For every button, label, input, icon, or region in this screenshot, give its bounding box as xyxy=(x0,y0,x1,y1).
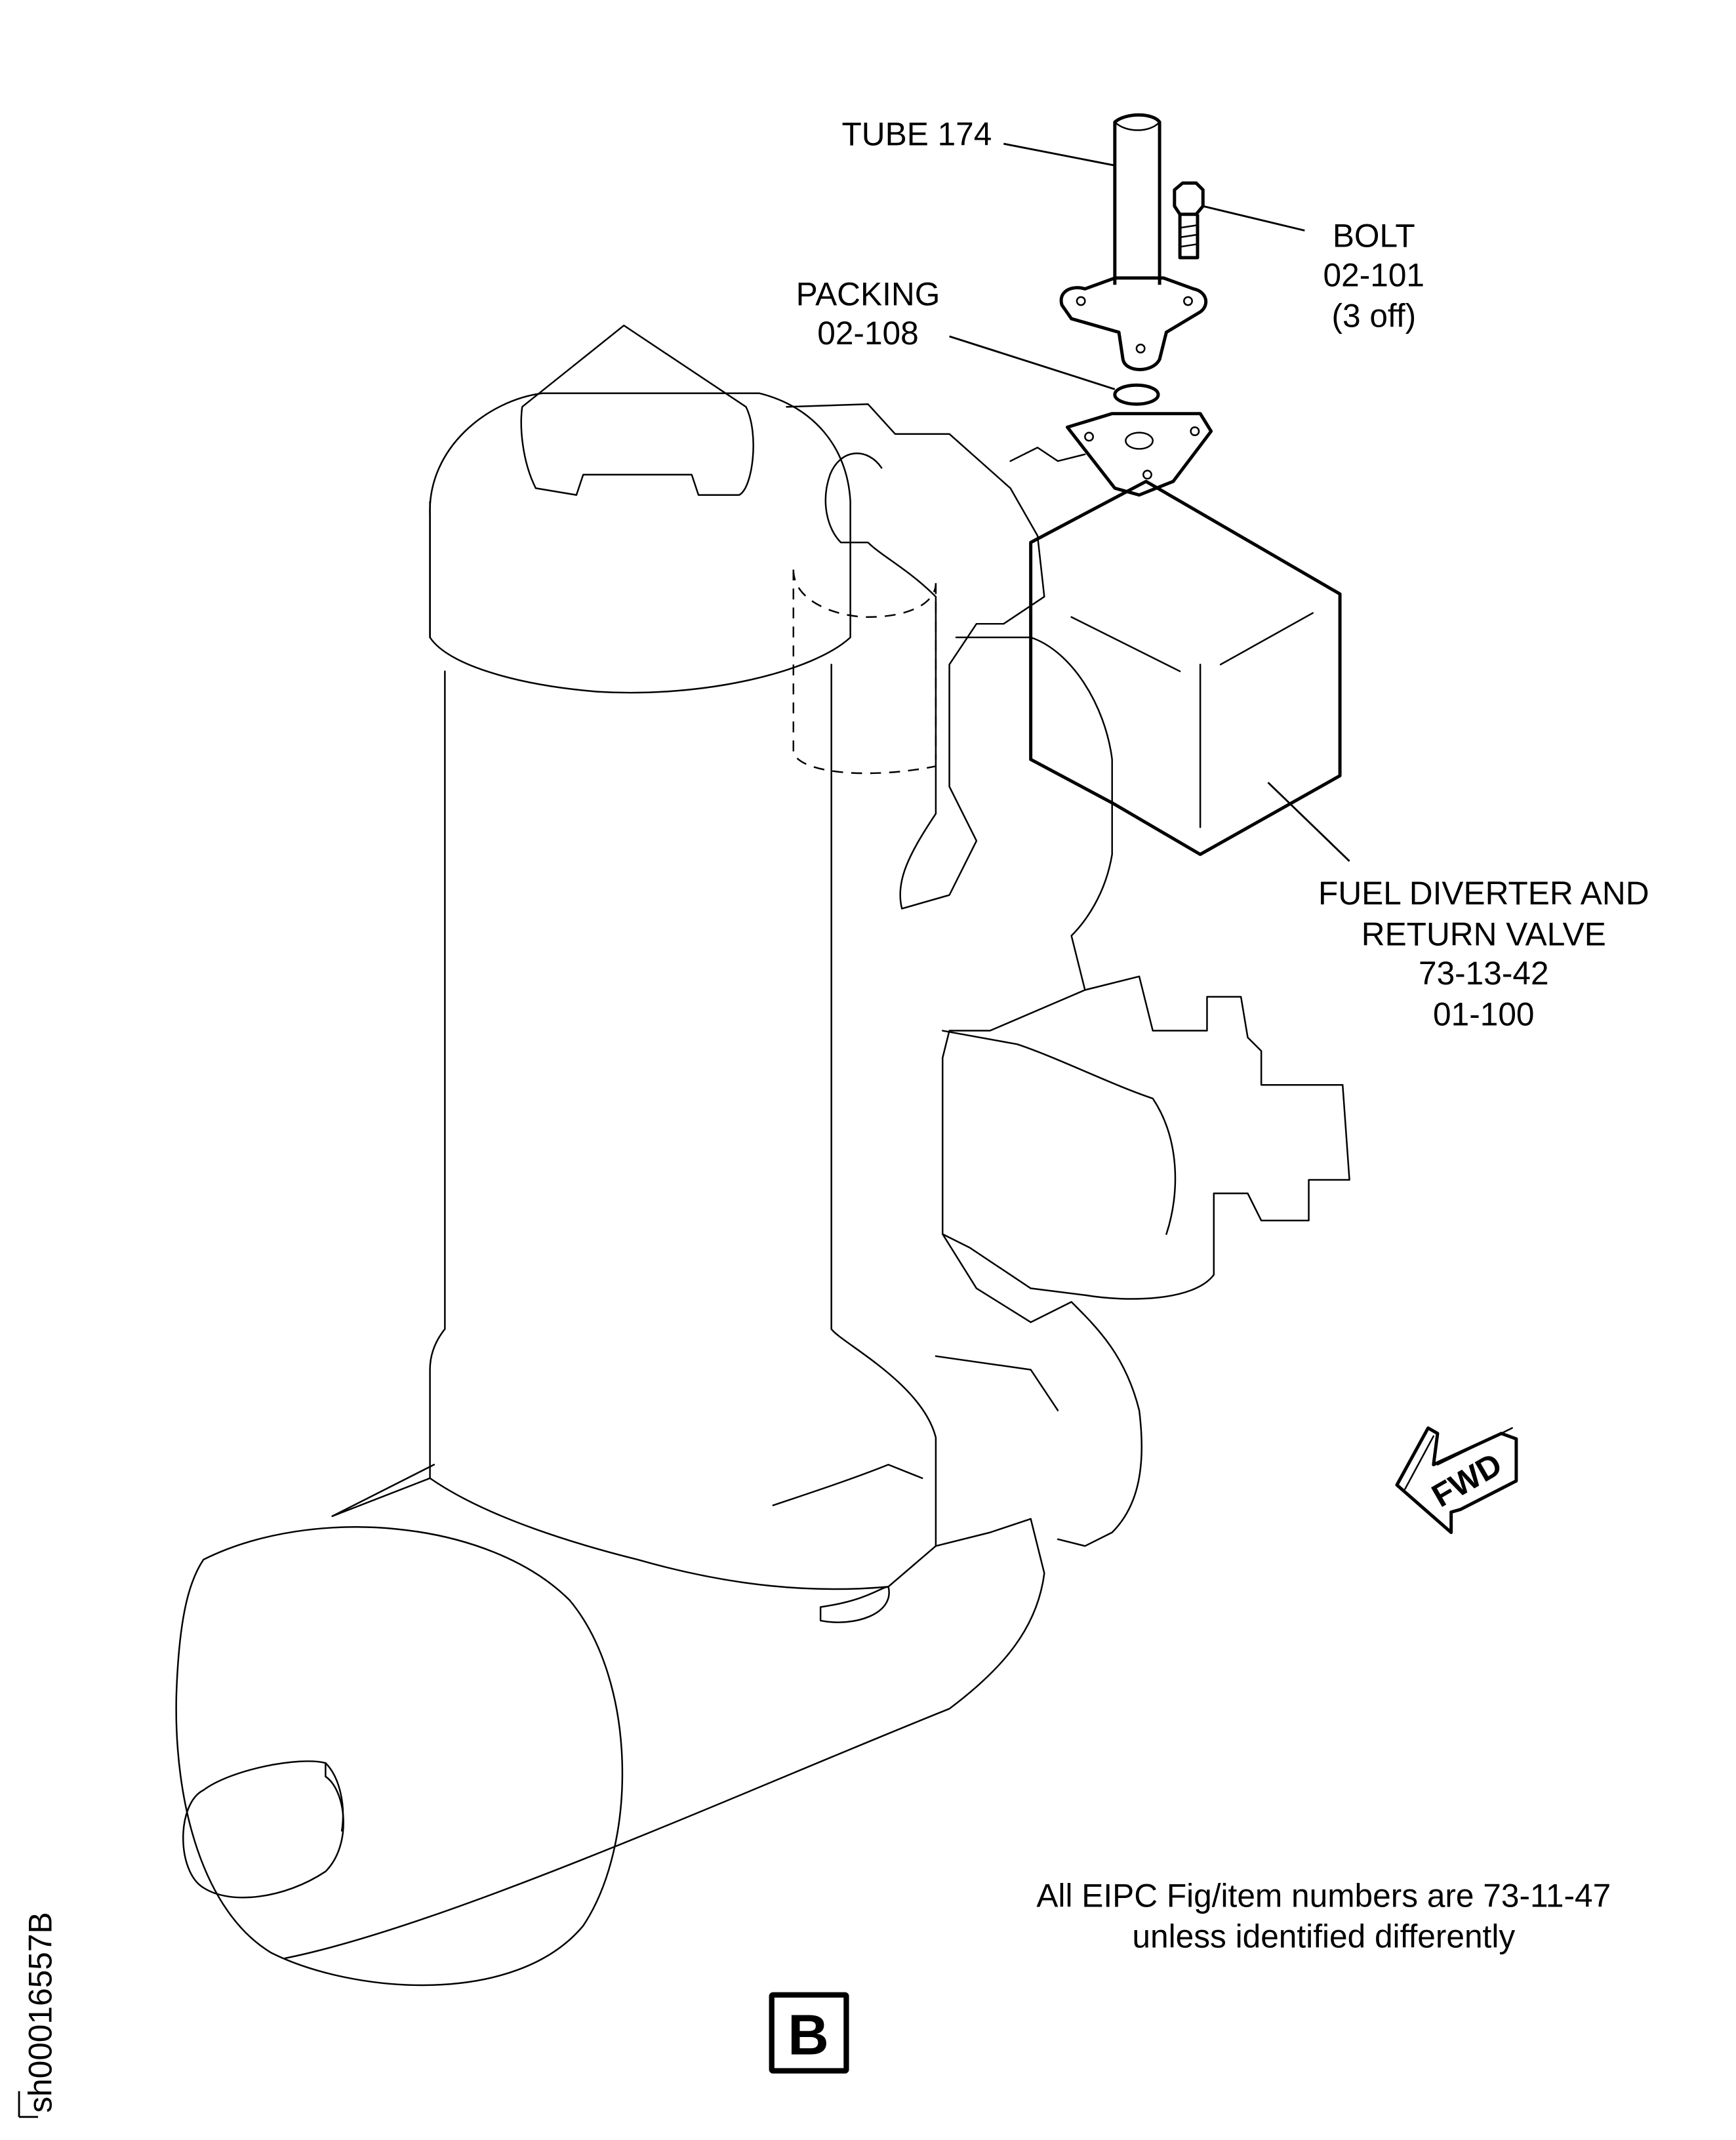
valve-label-line1: FUEL DIVERTER AND xyxy=(1318,875,1649,912)
valve-label-line2: RETURN VALVE xyxy=(1362,916,1606,952)
view-label: B xyxy=(788,2004,829,2067)
valve-leader-line xyxy=(1267,782,1350,862)
tube-leader-line xyxy=(1003,142,1116,167)
packing-leader-line xyxy=(949,335,1116,390)
fwd-label: FWD xyxy=(1426,1445,1508,1514)
note-line2: unless identified differently xyxy=(1132,1918,1515,1954)
packing-callout: PACKING 02-108 xyxy=(796,275,940,352)
packing-part-number: 02-108 xyxy=(817,315,918,352)
fwd-direction-arrow: FWD xyxy=(1395,1426,1518,1535)
sheet-id-label: sh00016557B xyxy=(22,1912,59,2112)
valve-part-number: 01-100 xyxy=(1433,996,1534,1032)
packing-label: PACKING xyxy=(796,275,940,312)
valve-callout: FUEL DIVERTER AND RETURN VALVE 73-13-42 … xyxy=(1318,875,1649,1032)
fuel-filter-housing-drawing xyxy=(175,113,1350,1987)
bolt-label: BOLT xyxy=(1333,217,1415,254)
valve-chapter-ref: 73-13-42 xyxy=(1419,955,1549,992)
bolt-quantity: (3 off) xyxy=(1331,297,1416,334)
eipc-note: All EIPC Fig/item numbers are 73-11-47 u… xyxy=(1036,1877,1611,1954)
view-label-box: B xyxy=(769,1992,849,2074)
tube-label: TUBE 174 xyxy=(842,115,992,152)
note-line1: All EIPC Fig/item numbers are 73-11-47 xyxy=(1036,1877,1611,1914)
bolt-leader-line xyxy=(1202,205,1305,232)
bolt-callout: BOLT 02-101 (3 off) xyxy=(1323,217,1424,334)
bolt-part-number: 02-101 xyxy=(1323,256,1424,293)
sheet-id: sh00016557B xyxy=(18,1912,59,2118)
